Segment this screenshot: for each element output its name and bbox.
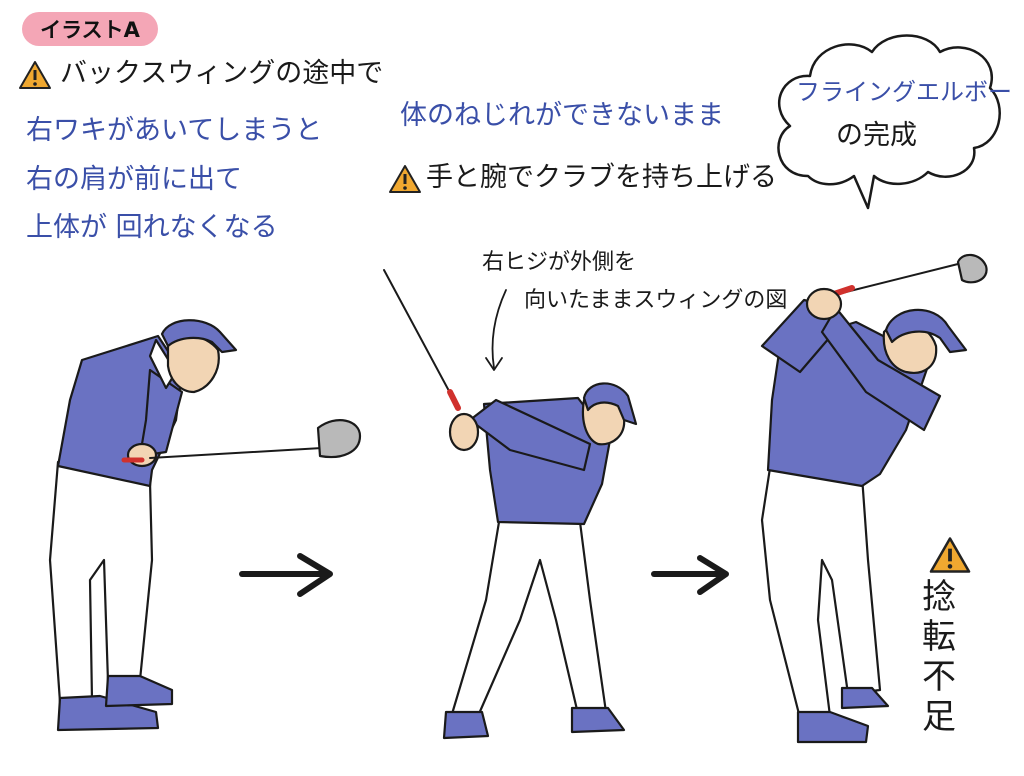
warning-icon xyxy=(929,537,971,573)
arrow-right xyxy=(651,555,729,595)
speech-cloud xyxy=(777,34,1001,210)
warning-icon xyxy=(19,61,51,89)
vertical-char: 足 xyxy=(922,697,956,737)
bubble-line-2: の完成 xyxy=(836,120,917,151)
golfer-top-of-swing xyxy=(760,253,988,744)
arrow-right xyxy=(239,553,333,597)
left-line-1: 右ワキがあいてしまうと xyxy=(26,115,323,146)
left-line-3: 上体が 回れなくなる xyxy=(26,212,278,243)
vertical-char: 転 xyxy=(922,617,956,657)
vertical-char: 不 xyxy=(922,657,956,697)
center-note-line-1: 右ヒジが外側を xyxy=(482,250,637,275)
center-line-1: 体のねじれができないまま xyxy=(400,100,724,131)
center-note-line-2: 向いたままスウィングの図 xyxy=(524,288,788,313)
vertical-text-lack-of-rotation: 捻 転 不 足 xyxy=(922,580,956,734)
center-warning-text: 手と腕でクラブを持ち上げる xyxy=(426,162,777,193)
vertical-char: 捻 xyxy=(922,577,956,617)
warning-icon xyxy=(389,165,421,193)
bubble-line-1: フライングエルボー xyxy=(796,78,1012,106)
golfer-backswing xyxy=(383,269,638,740)
left-line-2: 右の肩が前に出て xyxy=(26,164,242,195)
left-warning-text: バックスウィングの途中で xyxy=(60,58,384,89)
badge-illust-a: イラストA xyxy=(22,12,158,46)
golfer-address xyxy=(48,319,362,732)
